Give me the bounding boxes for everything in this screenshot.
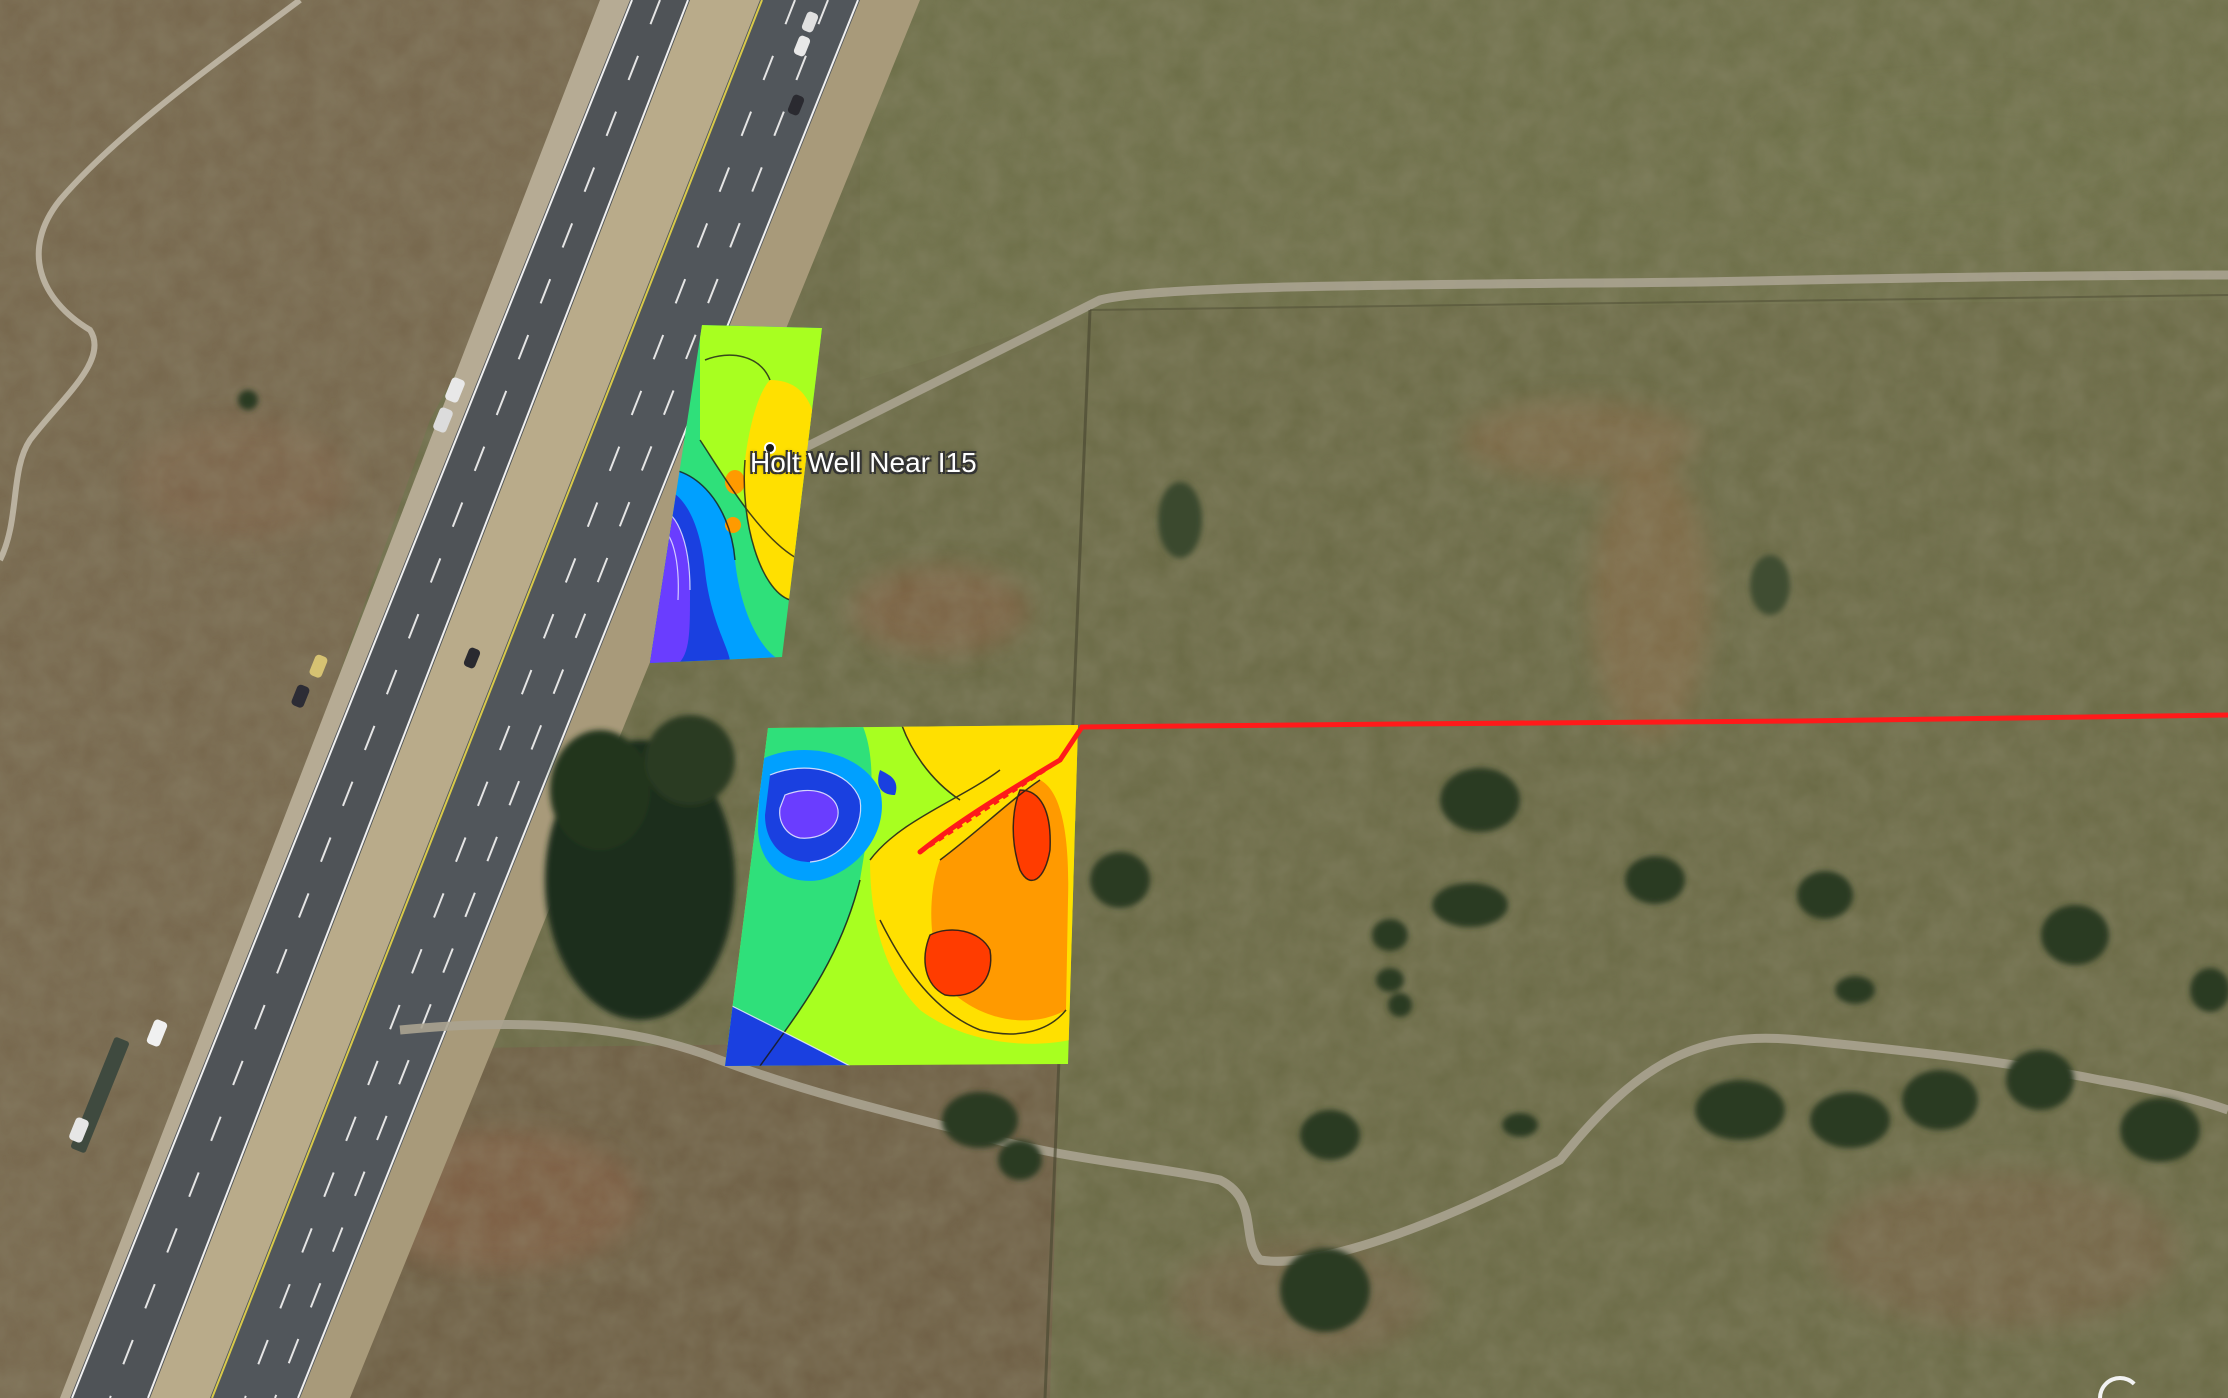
highway-median bbox=[150, 0, 760, 1398]
yellow-edge-line bbox=[211, 0, 763, 1398]
highway-northbound-lanes bbox=[210, 0, 860, 1398]
placemark-label[interactable]: Holt Well Near I15 bbox=[750, 447, 977, 478]
map-provider-logo-icon bbox=[2098, 1376, 2142, 1398]
survey-grid-south bbox=[725, 725, 1078, 1066]
fence-line-north bbox=[1089, 294, 2228, 311]
gps-track-dashed bbox=[918, 758, 1062, 854]
dirt-roads bbox=[399, 270, 2228, 1266]
placemark-dot-icon bbox=[764, 442, 776, 454]
highway-southbound-lanes bbox=[70, 0, 690, 1398]
lane-markings bbox=[109, 0, 829, 1398]
dry-wash-west bbox=[0, 0, 302, 562]
tree-clusters bbox=[238, 390, 2228, 1332]
lane-edges bbox=[71, 0, 859, 1398]
vehicles bbox=[69, 11, 819, 1153]
